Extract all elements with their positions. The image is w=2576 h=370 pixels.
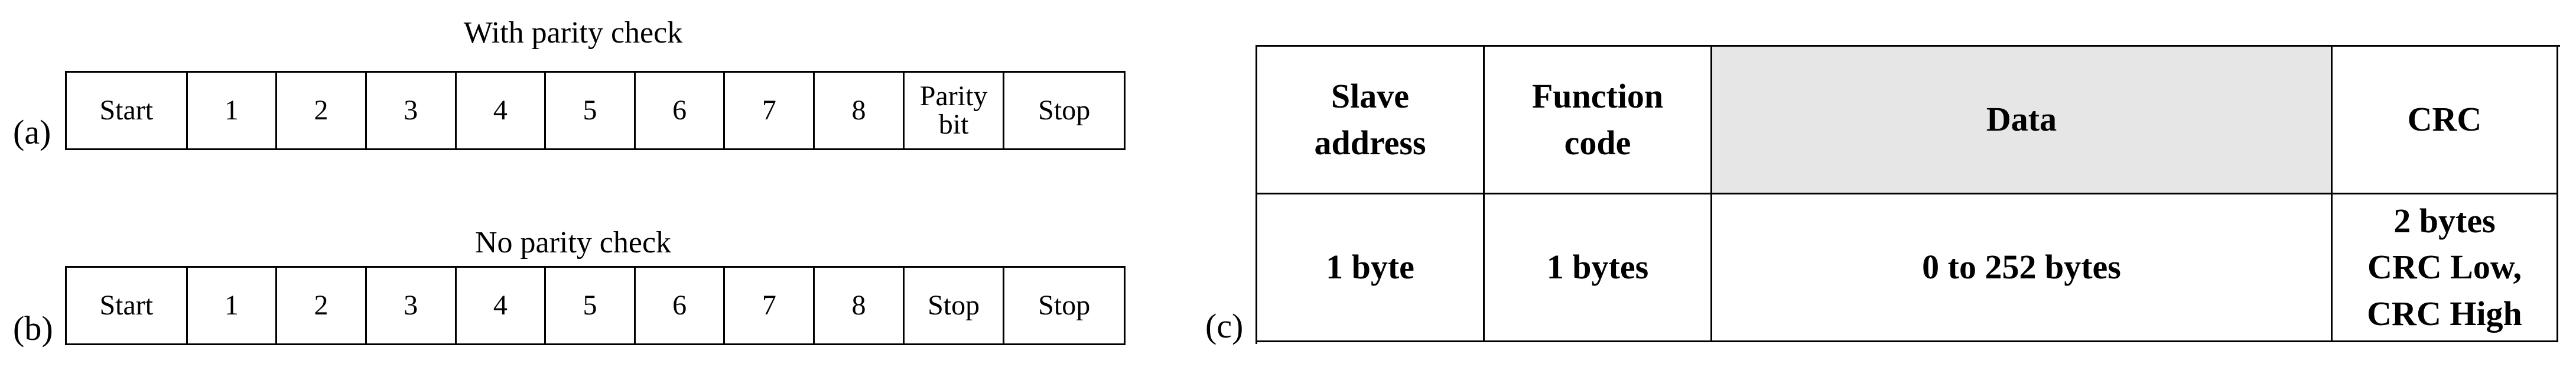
panel-a-label: (a): [13, 113, 51, 151]
panel-a-title: With parity check: [463, 16, 683, 50]
frame-b-stop-bit-1: Stop: [905, 268, 1005, 343]
value-data: 0 to 252 bytes: [1712, 194, 2333, 342]
frame-a-parity-bit: Parity bit: [905, 73, 1005, 148]
header-function-code: Function code: [1485, 47, 1712, 194]
frame-b-data-bit-4: 4: [457, 268, 547, 343]
frame-a-data-bit-3: 3: [367, 73, 457, 148]
frame-a-data-bit-7: 7: [725, 73, 815, 148]
frame-b-data-bit-2: 2: [277, 268, 367, 343]
header-slave-address: Slave address: [1257, 47, 1485, 194]
uart-frame-no-parity: Start 1 2 3 4 5 6 7 8 Stop Stop: [65, 266, 1126, 345]
frame-b-start-bit: Start: [67, 268, 188, 343]
frame-b-data-bit-5: 5: [546, 268, 636, 343]
header-data: Data: [1712, 47, 2333, 194]
modbus-rtu-frame-table: Slave address Function code Data CRC 1 b…: [1256, 45, 2560, 344]
frame-a-data-bit-6: 6: [636, 73, 726, 148]
frame-b-data-bit-1: 1: [188, 268, 278, 343]
panel-b-title: No parity check: [474, 226, 672, 259]
value-slave-address: 1 byte: [1257, 194, 1485, 342]
frame-a-data-bit-8: 8: [815, 73, 905, 148]
frame-a-data-bit-4: 4: [457, 73, 547, 148]
panel-b-label: (b): [13, 309, 53, 348]
value-crc: 2 bytes CRC Low, CRC High: [2333, 194, 2558, 342]
frame-b-data-bit-8: 8: [815, 268, 905, 343]
value-function-code: 1 bytes: [1485, 194, 1712, 342]
frame-a-data-bit-5: 5: [546, 73, 636, 148]
frame-b-stop-bit-2: Stop: [1004, 268, 1126, 343]
frame-a-start-bit: Start: [67, 73, 188, 148]
frame-b-data-bit-7: 7: [725, 268, 815, 343]
panel-c-label: (c): [1205, 307, 1244, 345]
frame-b-data-bit-6: 6: [636, 268, 726, 343]
frame-b-data-bit-3: 3: [367, 268, 457, 343]
header-crc: CRC: [2333, 47, 2558, 194]
frame-a-data-bit-1: 1: [188, 73, 278, 148]
frame-a-stop-bit: Stop: [1004, 73, 1126, 148]
frame-a-data-bit-2: 2: [277, 73, 367, 148]
uart-frame-with-parity: Start 1 2 3 4 5 6 7 8 Parity bit Stop: [65, 71, 1126, 150]
